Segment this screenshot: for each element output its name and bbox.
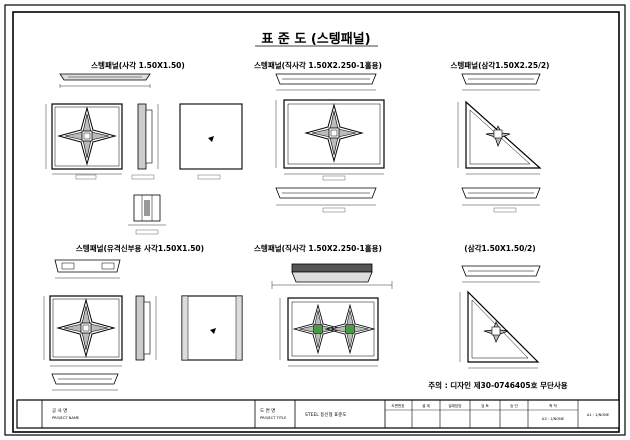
view-square-panel — [45, 73, 243, 235]
sheet-title: 표 준 도 (스텡패널) — [261, 31, 370, 47]
project-title-label: 도 면 명 — [260, 407, 275, 414]
scale-value: A3 : 1/NONE — [542, 417, 565, 421]
cell-design-manager: 설계담당 — [448, 403, 462, 408]
view-triangle-panel-small — [459, 265, 541, 369]
project-title-value: STEEL 등신형 표준도 — [305, 411, 347, 418]
project-name-label: 공 사 명 — [52, 407, 67, 414]
cell-drawing-no: 도면번호 — [391, 403, 405, 408]
design-note: 주의 : 디자인 제30-0746405호 무단사용 — [428, 380, 568, 390]
view-label-5: 스텡패널(직사각 1.50X2.250-1홀용) — [254, 243, 382, 253]
cell-review: 검 토 — [481, 403, 489, 408]
cell-design: 설 계 — [422, 403, 430, 408]
view-rect-panel-double — [271, 263, 393, 367]
project-title-label-en: PROJECT TITLE — [260, 416, 287, 420]
view-square-panel-variant — [43, 259, 243, 391]
cell-approve: 승 인 — [510, 403, 518, 408]
cell-scale: 축 척 — [549, 403, 557, 408]
project-name-label-en: PROJECT NAME — [52, 416, 80, 420]
view-rect-panel — [275, 73, 385, 213]
view-label-6: (삼각1.50X1.50/2) — [464, 243, 535, 253]
title-block: 공 사 명 PROJECT NAME 도 면 명 PROJECT TITLE S… — [16, 399, 620, 429]
view-label-2: 스텡패널(직사각 1.50X2.250-1홀용) — [254, 60, 382, 70]
view-triangle-panel — [457, 73, 542, 213]
view-label-1: 스텡패널(사각 1.50X1.50) — [91, 60, 185, 70]
view-label-3: 스텡패널(삼각1.50X2.25/2) — [450, 60, 549, 70]
view-label-4: 스텡패널(유격신부용 사각1.50X1.50) — [76, 243, 204, 253]
sheet-size-cell: A1 : 1/NONE — [587, 413, 610, 417]
